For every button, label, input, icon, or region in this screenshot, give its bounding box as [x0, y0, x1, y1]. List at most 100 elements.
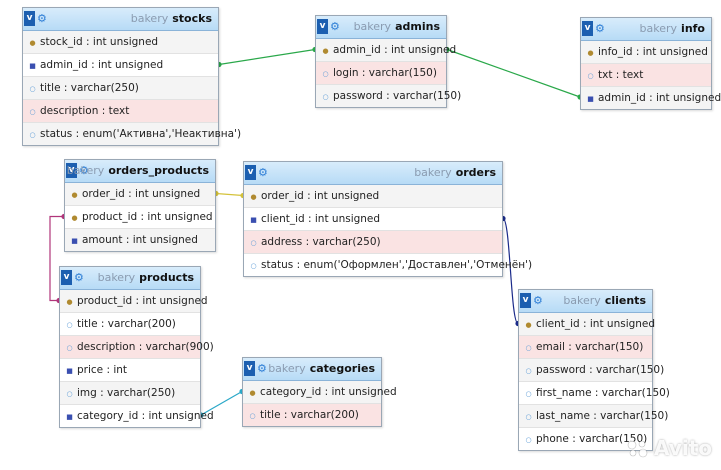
column-row[interactable]: ■ category_id : int unsigned — [60, 405, 214, 427]
collapse-icon[interactable]: v — [520, 293, 531, 308]
database-name: bakery — [353, 20, 392, 33]
column-label: order_id : int unsigned — [261, 190, 380, 202]
column-label: category_id : int unsigned — [77, 410, 214, 422]
column-label: title : varchar(200) — [77, 318, 176, 330]
column-label: title : varchar(250) — [40, 82, 139, 94]
collapse-icon[interactable]: v — [317, 19, 328, 34]
gear-icon[interactable]: ⚙ — [595, 22, 605, 35]
column-row[interactable]: ■client_id : int unsigned — [244, 208, 502, 231]
column-row[interactable]: ○ title : varchar(250) — [23, 77, 218, 100]
column-icon: ○ — [525, 367, 532, 375]
column-row[interactable]: ●order_id : int unsigned — [244, 185, 502, 208]
index-key-icon: ■ — [587, 95, 594, 103]
collapse-icon[interactable]: v — [582, 21, 593, 36]
column-row[interactable]: ○password : varchar(150) — [316, 85, 461, 107]
column-label: description : text — [40, 105, 130, 117]
primary-key-icon: ● — [322, 47, 329, 55]
index-key-icon: ■ — [66, 413, 73, 421]
column-row[interactable]: ○description : text — [23, 100, 218, 123]
collapse-icon[interactable]: v — [61, 270, 72, 285]
column-row[interactable]: ○login : varchar(150) — [316, 62, 446, 85]
column-row[interactable]: ○phone : varchar(150) — [519, 428, 652, 450]
column-label: password : varchar(150) — [536, 364, 665, 376]
collapse-icon[interactable]: v — [24, 11, 35, 26]
column-row[interactable]: ■ admin_id : int unsigned — [581, 87, 721, 109]
column-row[interactable]: ●category_id : int unsigned — [243, 381, 397, 404]
column-row[interactable]: ●product_id : int unsigned — [60, 290, 208, 313]
column-row[interactable]: ●admin_id : int unsigned — [316, 39, 456, 62]
primary-key-icon: ● — [71, 214, 78, 222]
column-row[interactable]: ●stock_id : int unsigned — [23, 31, 218, 54]
column-label: category_id : int unsigned — [260, 386, 397, 398]
gear-icon[interactable]: ⚙ — [330, 20, 340, 33]
database-name: bakery — [563, 294, 601, 307]
table-name: products — [139, 271, 194, 284]
column-row[interactable]: ○address : varchar(250) — [244, 231, 502, 254]
collapse-icon[interactable]: v — [66, 163, 77, 178]
column-label: img : varchar(250) — [77, 387, 176, 399]
column-label: email : varchar(150) — [536, 341, 644, 353]
column-row[interactable]: ●info_id : int unsigned — [581, 41, 711, 64]
gear-icon[interactable]: ⚙ — [258, 166, 268, 179]
primary-key-icon: ● — [587, 49, 594, 57]
column-label: last_name : varchar(150) — [536, 410, 669, 422]
column-row[interactable]: ●product_id : int unsigned — [65, 206, 215, 229]
column-icon: ○ — [322, 70, 329, 78]
column-row[interactable]: ■amount : int unsigned — [65, 229, 215, 251]
gear-icon[interactable]: ⚙ — [79, 164, 89, 177]
column-label: status : enum('Активна','Неактивна') — [40, 128, 242, 140]
column-row[interactable]: ○description : varchar(900) — [60, 336, 214, 359]
column-row[interactable]: ○status : enum('Активна','Неактивна') — [23, 123, 241, 145]
column-row[interactable]: ○img : varchar(250) — [60, 382, 200, 405]
column-row[interactable]: ○email : varchar(150) — [519, 336, 652, 359]
gear-icon[interactable]: ⚙ — [257, 362, 267, 375]
primary-key-icon: ● — [71, 191, 78, 199]
column-row[interactable]: ○title : varchar(200) — [60, 313, 200, 336]
column-label: txt : text — [598, 69, 644, 81]
collapse-icon[interactable]: v — [244, 361, 255, 376]
column-icon: ○ — [29, 85, 36, 93]
gear-icon[interactable]: ⚙ — [37, 12, 47, 25]
column-row[interactable]: ○status : enum('Оформлен','Доставлен','О… — [244, 254, 532, 276]
table-name: categories — [309, 362, 375, 375]
column-label: admin_id : int unsigned — [598, 92, 721, 104]
collapse-icon[interactable]: v — [245, 165, 256, 180]
column-row[interactable]: ○first_name : varchar(150) — [519, 382, 670, 405]
column-row[interactable]: ○txt : text — [581, 64, 711, 87]
column-row[interactable]: ■admin_id : int unsigned — [23, 54, 218, 77]
gear-icon[interactable]: ⚙ — [533, 294, 543, 307]
column-icon: ○ — [66, 344, 73, 352]
column-row[interactable]: ■price : int — [60, 359, 200, 382]
gear-icon[interactable]: ⚙ — [74, 271, 84, 284]
table-name: info — [681, 22, 705, 35]
primary-key-icon: ● — [525, 321, 532, 329]
column-row[interactable]: ●client_id : int unsigned — [519, 313, 655, 336]
column-label: admin_id : int unsigned — [40, 59, 164, 71]
column-row[interactable]: ●order_id : int unsigned — [65, 183, 215, 206]
database-name: bakery — [414, 166, 452, 179]
index-key-icon: ■ — [250, 216, 257, 224]
column-row[interactable]: ○ password : varchar(150) — [519, 359, 664, 382]
column-row[interactable]: ○last_name : varchar(150) — [519, 405, 668, 428]
column-row[interactable]: ○title : varchar(200) — [243, 404, 381, 426]
